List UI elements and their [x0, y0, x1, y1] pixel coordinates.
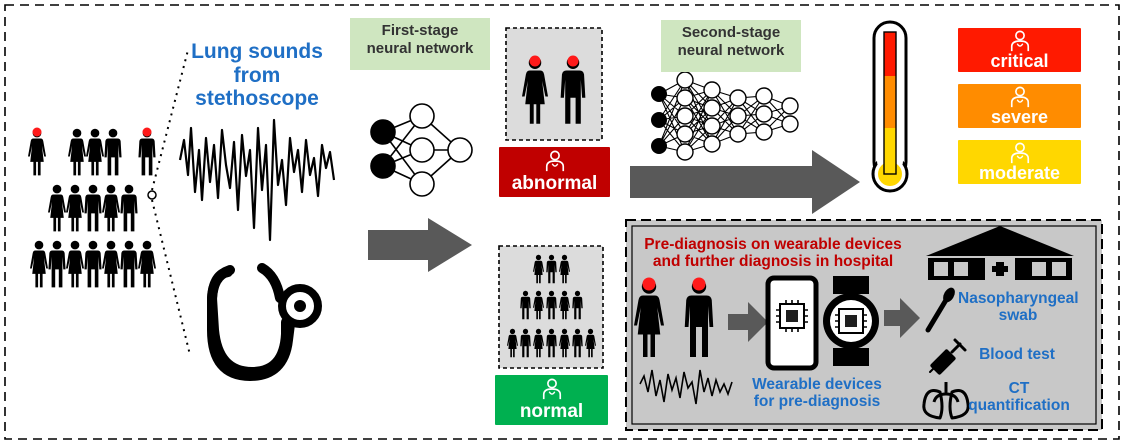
wearable-devices-label: Wearable devices for pre-diagnosis	[752, 376, 882, 411]
ct-quantification-label: CT quantification	[968, 380, 1070, 415]
hospital-icon	[926, 226, 1074, 280]
second-stage-neural-network-icon	[651, 71, 799, 161]
pre-diagnosis-label: Pre-diagnosis on wearable devices and fu…	[644, 236, 902, 271]
swab-icon	[925, 287, 955, 333]
stethoscope-icon	[206, 263, 322, 378]
thermometer-icon	[871, 20, 909, 193]
stethoscope-contact	[147, 190, 157, 200]
panel-waveform	[639, 369, 733, 405]
severe-label: severe	[990, 107, 1049, 127]
swab-label: Nasopharyngeal swab	[958, 290, 1079, 325]
blood-test-label: Blood test	[979, 346, 1055, 363]
second-stage-label: Second-stage neural network	[661, 20, 801, 72]
first-stage-label: First-stage neural network	[350, 18, 490, 70]
moderate-badge: moderate	[958, 140, 1081, 184]
patient-icon	[1009, 86, 1031, 108]
panel-arrow-1	[728, 302, 768, 342]
syringe-icon	[929, 338, 967, 375]
lungs-icon	[922, 382, 970, 420]
patient-icon	[544, 150, 566, 172]
abnormal-group-box	[505, 27, 603, 141]
critical-badge: critical	[958, 28, 1081, 72]
severe-badge: severe	[958, 84, 1081, 128]
hospital-panel-inner	[631, 225, 1097, 425]
arrow-to-severity	[630, 150, 860, 214]
lung-sounds-label: Lung sounds from stethoscope	[191, 40, 323, 111]
critical-label: critical	[990, 51, 1049, 71]
outer-frame	[4, 4, 1120, 440]
first-stage-neural-network-icon	[370, 103, 473, 197]
arrow-to-normal	[368, 218, 472, 272]
abnormal-badge: abnormal	[499, 147, 610, 197]
patient-icon	[1009, 30, 1031, 52]
smartphone-icon	[765, 275, 819, 371]
population-group	[28, 128, 156, 288]
infected-marker	[32, 127, 42, 137]
stethoscope-tubing	[207, 265, 295, 382]
zoom-line	[151, 49, 189, 191]
normal-badge: normal	[495, 375, 608, 425]
patient-icon	[541, 378, 563, 400]
abnormal-label: abnormal	[511, 173, 598, 194]
smartwatch-icon	[823, 276, 879, 366]
infected-marker	[142, 127, 152, 137]
panel-arrow-2	[884, 298, 920, 338]
zoom-line	[151, 199, 191, 356]
moderate-label: moderate	[978, 163, 1061, 183]
normal-label: normal	[519, 401, 584, 422]
lung-sound-waveform	[178, 118, 336, 242]
patient-icon	[1009, 142, 1031, 164]
